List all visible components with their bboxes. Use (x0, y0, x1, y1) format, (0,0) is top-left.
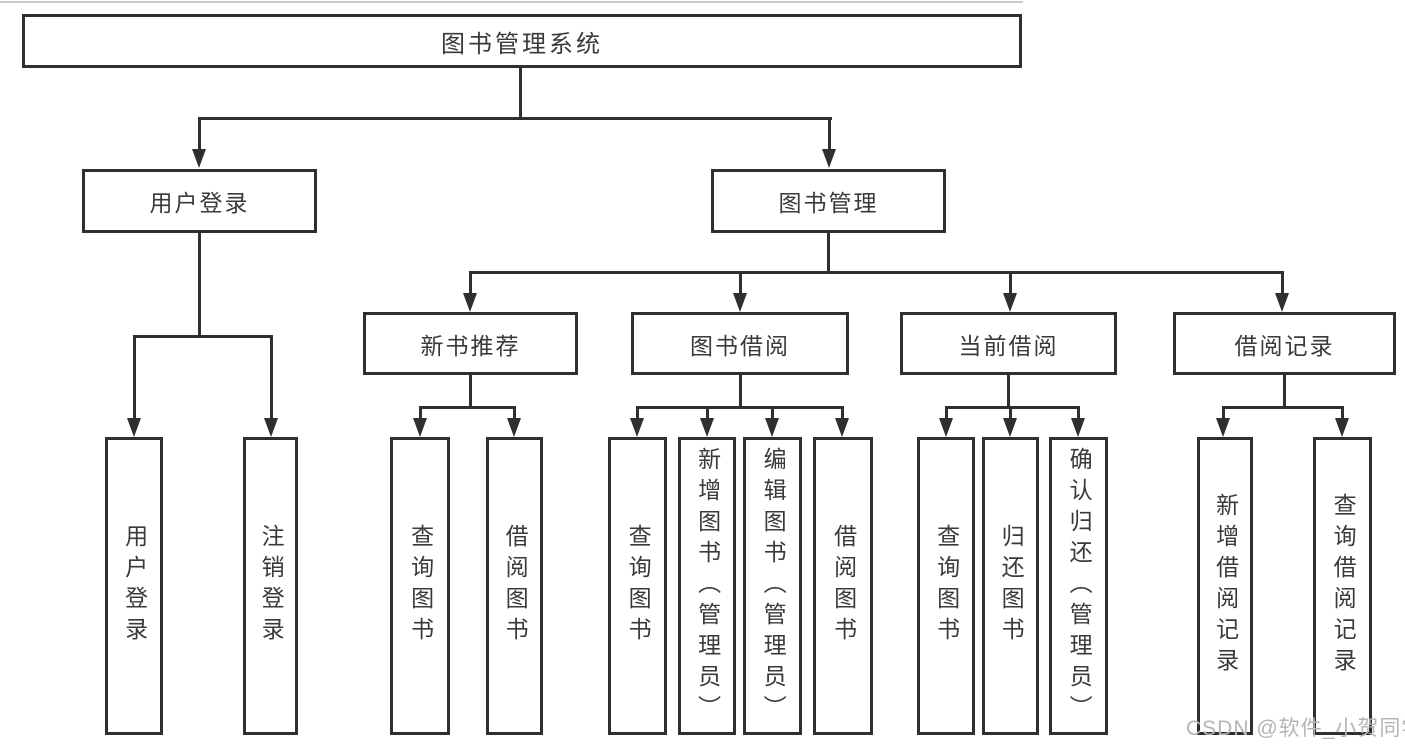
arrow-down-icon (822, 149, 836, 168)
node-label: 注销登录 (258, 524, 285, 648)
leaf-confirm-return-admin: 确认归还（管理员） (1049, 437, 1108, 735)
node-label: 查询借阅记录 (1330, 493, 1357, 679)
leaf-query-borrow-record: 查询借阅记录 (1313, 437, 1372, 735)
arrow-down-icon (700, 418, 714, 437)
leaf-query-books-2: 查询图书 (608, 437, 667, 735)
connector-line (198, 233, 201, 336)
connector-line (198, 117, 201, 150)
connector-line (133, 335, 136, 419)
connector-line (1341, 406, 1344, 420)
arrow-down-icon (1275, 293, 1289, 312)
leaf-logout: 注销登录 (243, 437, 298, 735)
connector-line (1009, 406, 1012, 420)
arrow-down-icon (630, 418, 644, 437)
watermark-text: CSDN @软件_小贺同学 (1186, 717, 1405, 740)
arrow-down-icon (413, 418, 427, 437)
leaf-borrow-books-2: 借阅图书 (813, 437, 873, 735)
arrow-down-icon (939, 418, 953, 437)
node-label: 确认归还（管理员） (1066, 446, 1093, 726)
leaf-return-books: 归还图书 (982, 437, 1039, 735)
leaf-edit-book-admin: 编辑图书（管理员） (743, 437, 802, 735)
node-label: 编辑图书（管理员） (760, 446, 787, 726)
connector-line (1009, 271, 1012, 295)
connector-line (1007, 375, 1010, 408)
connector-line (133, 335, 273, 338)
arrow-down-icon (765, 418, 779, 437)
node-label: 新增图书（管理员） (694, 446, 721, 726)
connector-line (270, 335, 273, 419)
leaf-borrow-books-1: 借阅图书 (486, 437, 543, 735)
node-label: 查询图书 (407, 524, 434, 648)
connector-line (636, 406, 844, 409)
node-label: 图书管理 (778, 190, 879, 216)
node-label: 查询图书 (625, 524, 652, 648)
node-book-borrowing: 图书借阅 (631, 312, 849, 375)
node-label: 借阅记录 (1234, 332, 1335, 359)
node-label: 当前借阅 (958, 332, 1059, 359)
connector-line (1077, 406, 1080, 420)
connector-line (1283, 375, 1286, 408)
leaf-add-book-admin: 新增图书（管理员） (678, 437, 736, 735)
connector-line (945, 406, 948, 420)
arrow-down-icon (264, 418, 278, 437)
connector-line (419, 406, 422, 420)
node-book-management: 图书管理 (711, 169, 946, 233)
connector-line (841, 406, 844, 420)
arrow-down-icon (835, 418, 849, 437)
connector-line (706, 406, 709, 420)
arrow-down-icon (1216, 418, 1230, 437)
connector-line (1222, 406, 1225, 420)
node-new-book-recommendation: 新书推荐 (363, 312, 578, 375)
node-label: 新书推荐 (420, 332, 521, 359)
connector-line (519, 68, 522, 118)
leaf-add-borrow-record: 新增借阅记录 (1197, 437, 1253, 735)
connector-line (198, 117, 832, 120)
node-user-login: 用户登录 (82, 169, 317, 233)
leaf-user-login: 用户登录 (105, 437, 163, 735)
connector-line (419, 406, 516, 409)
connector-line (827, 233, 830, 273)
node-label: 归还图书 (998, 524, 1025, 648)
connector-line (469, 271, 472, 295)
connector-line (469, 375, 472, 408)
node-library-management-system: 图书管理系统 (22, 14, 1022, 68)
node-label: 新增借阅记录 (1212, 493, 1239, 679)
arrow-down-icon (1071, 418, 1085, 437)
node-label: 借阅图书 (830, 524, 857, 648)
node-borrowing-records: 借阅记录 (1173, 312, 1396, 375)
leaf-query-books-3: 查询图书 (917, 437, 975, 735)
connector-line (828, 117, 831, 150)
arrow-down-icon (463, 293, 477, 312)
arrow-down-icon (733, 293, 747, 312)
arrow-down-icon (192, 149, 206, 168)
arrow-down-icon (1003, 293, 1017, 312)
node-label: 图书管理系统 (441, 30, 603, 58)
node-label: 图书借阅 (690, 332, 790, 359)
leaf-query-books-1: 查询图书 (390, 437, 450, 735)
connector-line (771, 406, 774, 420)
connector-line (945, 406, 1080, 409)
connector-line (739, 271, 742, 295)
connector-line (636, 406, 639, 420)
connector-line (513, 406, 516, 420)
arrow-down-icon (1003, 418, 1017, 437)
connector-line (1222, 406, 1344, 409)
node-label: 用户登录 (121, 524, 148, 648)
connector-line (1281, 271, 1284, 295)
arrow-down-icon (1335, 418, 1349, 437)
top-hairline (0, 1, 1023, 3)
node-label: 查询图书 (933, 524, 960, 648)
arrow-down-icon (507, 418, 521, 437)
connector-line (469, 271, 1283, 274)
connector-line (739, 375, 742, 408)
node-label: 借阅图书 (502, 524, 529, 648)
node-current-borrowing: 当前借阅 (900, 312, 1117, 375)
node-label: 用户登录 (149, 190, 250, 216)
arrow-down-icon (127, 418, 141, 437)
